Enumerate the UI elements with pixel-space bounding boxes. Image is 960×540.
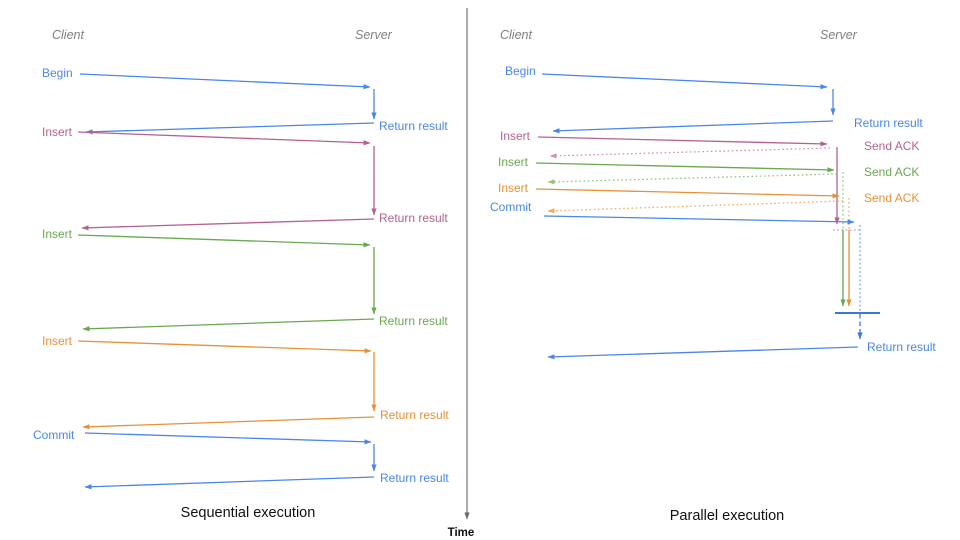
par-insert1-ack-line (549, 147, 831, 159)
seq-insert1-return-label: Return result (379, 211, 448, 225)
par-commit-request-line (543, 215, 855, 225)
seq-begin-request-line (79, 73, 371, 90)
seq-insert3-return-label: Return result (380, 408, 449, 422)
par-server-header: Server (820, 28, 858, 42)
par-begin-request-line (541, 73, 828, 90)
seq-insert1-return-line (81, 218, 375, 231)
seq-begin-label: Begin (42, 66, 73, 80)
seq-caption: Sequential execution (181, 505, 316, 521)
seq-insert1-label: Insert (42, 125, 73, 139)
par-caption: Parallel execution (670, 508, 784, 524)
par-commit-return-line (547, 346, 859, 360)
seq-server-header: Server (355, 28, 393, 42)
par-insert1-request-line (537, 136, 828, 147)
seq-client-header: Client (52, 28, 84, 42)
par-insert2-ack-line (547, 173, 838, 185)
seq-insert3-return-line (82, 416, 375, 430)
seq-insert2-label: Insert (42, 227, 73, 241)
par-insert3-ack-line (547, 200, 844, 214)
seq-commit-return-line (84, 476, 375, 490)
seq-begin-return-label: Return result (379, 119, 448, 133)
par-insert3-ack-label: Send ACK (864, 191, 919, 205)
par-begin-return-label: Return result (854, 116, 923, 130)
par-commit-return-label: Return result (867, 340, 936, 354)
par-begin-return-line (552, 120, 834, 134)
par-insert3-request-line (535, 188, 840, 199)
seq-insert3-request-line (77, 340, 372, 354)
seq-commit-return-label: Return result (380, 471, 449, 485)
seq-begin-return-line (85, 122, 375, 135)
par-client-header: Client (500, 28, 532, 42)
seq-insert1-request-line (77, 131, 371, 146)
time-label: Time (448, 527, 475, 539)
seq-insert2-request-line (77, 234, 371, 248)
par-commit-label: Commit (490, 200, 532, 214)
par-insert1-label: Insert (500, 129, 531, 143)
par-insert2-request-line (535, 162, 835, 173)
seq-insert3-label: Insert (42, 334, 73, 348)
seq-commit-label: Commit (33, 428, 75, 442)
par-insert3-label: Insert (498, 181, 529, 195)
par-insert2-ack-label: Send ACK (864, 165, 919, 179)
par-insert1-ack-label: Send ACK (864, 139, 919, 153)
seq-insert2-return-label: Return result (379, 314, 448, 328)
par-insert2-label: Insert (498, 155, 529, 169)
seq-insert2-return-line (82, 318, 375, 332)
par-begin-label: Begin (505, 64, 536, 78)
seq-commit-request-line (84, 432, 372, 445)
